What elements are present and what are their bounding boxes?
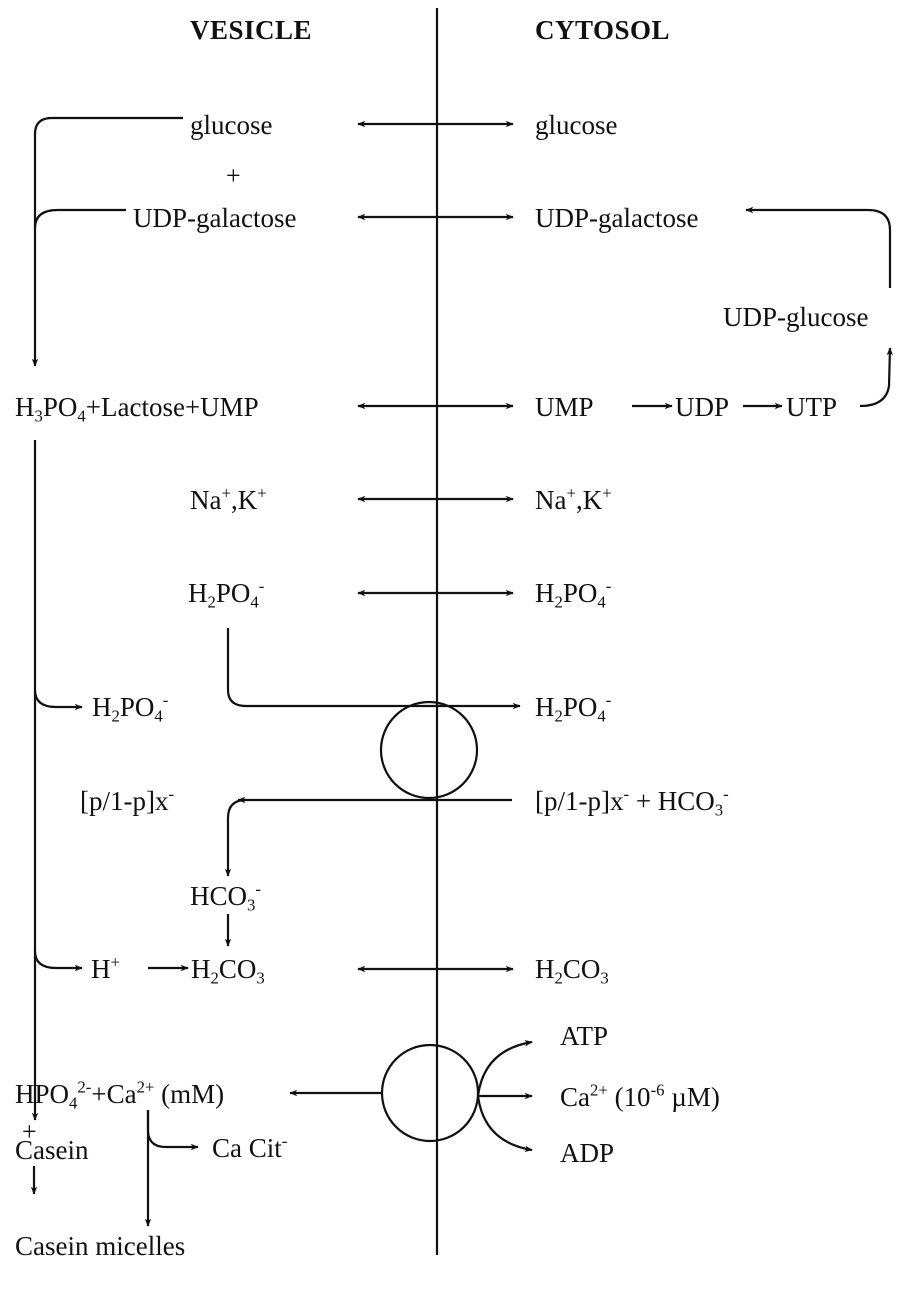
cytosol-adp: ADP <box>560 1138 615 1168</box>
cytosol-ca: Ca2+ (10-6 µM) <box>560 1080 720 1112</box>
cytosol-ump: UMP <box>535 392 594 422</box>
vesicle-glucose: glucose <box>190 110 273 140</box>
arrow-udp-glucose-to-udp-galactose <box>745 206 892 288</box>
cytosol-atp: ATP <box>560 1021 609 1051</box>
vesicle-casein: Casein <box>15 1135 89 1165</box>
vesicle-hco3: HCO3- <box>190 879 261 915</box>
branch-to-h2po4 <box>33 689 83 711</box>
cytosol-udp-glucose: UDP-glucose <box>723 302 869 332</box>
cytosol-anion-x-hco3: [p/1-p]x- + HCO3- <box>535 784 729 820</box>
cytosol-h2po4-lower: H2PO4- <box>535 690 612 726</box>
arrow-to-ca-cit <box>146 1110 199 1151</box>
cytosol-utp: UTP <box>786 392 838 422</box>
vesicle-anion-x: [p/1-p]x- <box>80 784 175 816</box>
transporter-circle-exchanger <box>379 700 479 800</box>
arrow-h2po4-efflux <box>226 628 521 710</box>
cytosol-h2po4-upper: H2PO4- <box>535 576 612 612</box>
header-vesicle: VESICLE <box>190 15 313 45</box>
arrow-to-adp <box>476 1095 533 1152</box>
vesicle-h2po4-lower: H2PO4- <box>92 690 169 726</box>
cytosol-na-k: Na+,K+ <box>535 483 612 515</box>
branch-to-h-plus <box>33 950 83 972</box>
transporter-circle-ca-pump <box>380 1043 480 1143</box>
vesicle-casein-micelles: Casein micelles <box>15 1231 186 1261</box>
vesicle-h3po4-lactose-ump: H3PO4+Lactose+UMP <box>15 392 259 426</box>
bracket-udp-galactose <box>33 208 126 229</box>
vesicle-ca-cit: Ca Cit- <box>212 1131 288 1163</box>
vesicle-h-plus: H+ <box>91 952 120 984</box>
vesicle-udp-galactose: UDP-galactose <box>133 203 297 233</box>
cytosol-udp-galactose: UDP-galactose <box>535 203 699 233</box>
header-cytosol: CYTOSOL <box>535 15 671 45</box>
vesicle-hpo4-ca: HPO42-+Ca2+ (mM) <box>15 1077 225 1113</box>
vesicle-h2co3: H2CO3 <box>191 954 265 988</box>
cytosol-h2co3: H2CO3 <box>535 954 609 988</box>
cytosol-glucose: glucose <box>535 110 618 140</box>
vesicle-na-k: Na+,K+ <box>190 483 267 515</box>
vesicle-casein-plus: + <box>22 1117 37 1146</box>
vesicle-plus-sign: + <box>226 161 241 190</box>
arrow-to-atp <box>476 1040 533 1097</box>
bracket-glucose <box>31 116 183 367</box>
vesicle-h2po4-upper: H2PO4- <box>188 576 265 612</box>
arrow-anion-to-hco3 <box>224 798 247 877</box>
arrow-utp-to-udp-glucose <box>859 347 894 408</box>
cytosol-udp: UDP <box>675 392 730 422</box>
